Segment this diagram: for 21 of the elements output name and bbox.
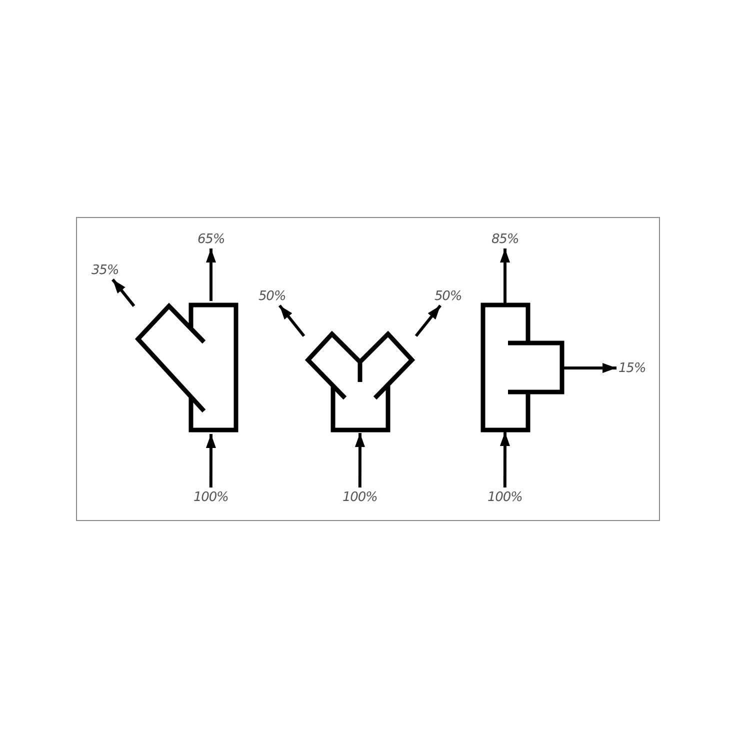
y-pipe-fitting <box>304 330 416 433</box>
flow-arrow <box>206 248 216 301</box>
flow-arrow <box>500 248 510 303</box>
percentage-label: 100% <box>488 490 522 504</box>
percentage-label: 100% <box>342 490 378 504</box>
flow-arrow <box>206 434 216 488</box>
lateral-pipe-fitting <box>134 301 240 434</box>
percentage-label: 35% <box>92 262 119 278</box>
flow-arrow <box>354 433 365 488</box>
flow-arrow <box>564 363 616 373</box>
tee-pipe-fitting <box>481 303 564 432</box>
percentage-label: 65% <box>198 232 225 246</box>
flow-arrow <box>278 304 306 337</box>
percentage-label: 15% <box>618 360 646 376</box>
percentage-label: 50% <box>258 288 286 304</box>
flow-arrow <box>500 432 510 488</box>
percentage-label: 100% <box>194 490 228 504</box>
percentage-label: 85% <box>492 232 519 246</box>
flow-arrow <box>414 304 442 337</box>
percentage-label: 50% <box>434 288 462 304</box>
flow-arrow <box>112 278 136 307</box>
